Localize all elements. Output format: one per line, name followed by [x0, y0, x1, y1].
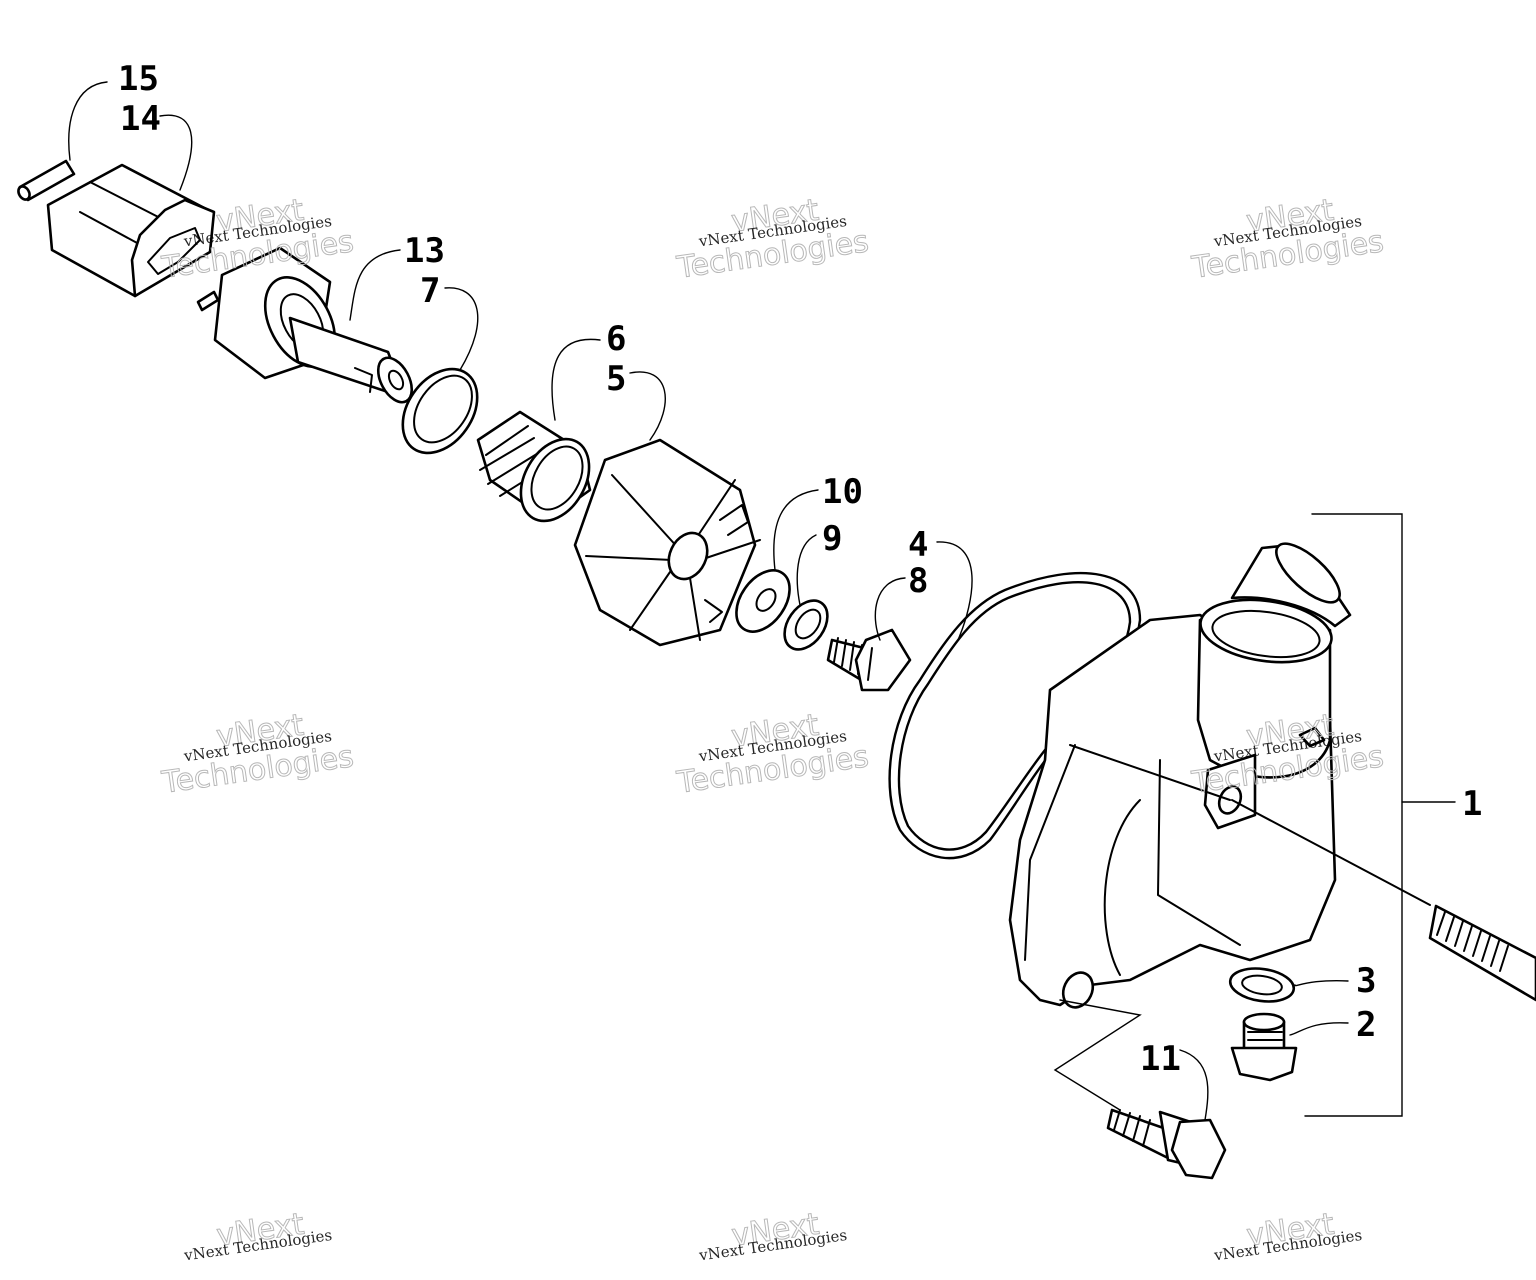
callout-8: 8	[908, 561, 928, 601]
watermark-9: vNext vNext Technologies	[1212, 1206, 1363, 1264]
gasket-part-4	[888, 571, 1142, 860]
callout-11: 11	[1140, 1039, 1181, 1079]
drain-plug-part-2	[1230, 1012, 1298, 1082]
ring-seal-part-7	[401, 367, 479, 455]
leader-lines	[68, 81, 1349, 1121]
callout-4: 4	[908, 525, 928, 565]
callout-10: 10	[822, 472, 863, 512]
pin-part-15	[17, 159, 76, 202]
watermark-8: vNext vNext Technologies	[697, 1206, 848, 1264]
callout-2: 2	[1356, 1005, 1376, 1045]
watermark-4: vNext vNext Technologies Technologies	[159, 707, 357, 801]
callout-9: 9	[822, 519, 842, 559]
lock-washer-part-9	[783, 599, 829, 651]
sealing-washer-part-3	[1228, 967, 1296, 1003]
watermark-3: vNext vNext Technologies Technologies	[1189, 192, 1387, 286]
watermark-2: vNext vNext Technologies Technologies	[674, 192, 872, 286]
callout-5: 5	[606, 359, 626, 399]
callout-numbers: 1 2 3 4 5 6 7 8 9 10 11 13 14 15	[118, 59, 1482, 1079]
bracket-part-1	[1304, 513, 1456, 1117]
long-bolt	[1069, 744, 1536, 1002]
impeller-part-5	[573, 438, 761, 647]
bolt-part-8	[826, 628, 912, 692]
callout-15: 15	[118, 59, 159, 99]
flange-bolt-part-11	[1106, 1108, 1227, 1180]
callout-13: 13	[404, 231, 445, 271]
pump-housing-part-1	[1008, 542, 1352, 1009]
callout-3: 3	[1356, 961, 1376, 1001]
watermark-7: vNext vNext Technologies	[182, 1206, 333, 1264]
callout-6: 6	[606, 319, 626, 359]
watermark-5: vNext vNext Technologies Technologies	[674, 707, 872, 801]
mechanical-seal-part-6	[476, 410, 592, 523]
callout-1: 1	[1462, 784, 1482, 824]
callout-14: 14	[120, 99, 161, 139]
callout-7: 7	[420, 271, 440, 311]
coupling-part-14	[46, 163, 216, 298]
washer-part-10	[735, 569, 791, 633]
shaft-part-13	[196, 246, 414, 404]
